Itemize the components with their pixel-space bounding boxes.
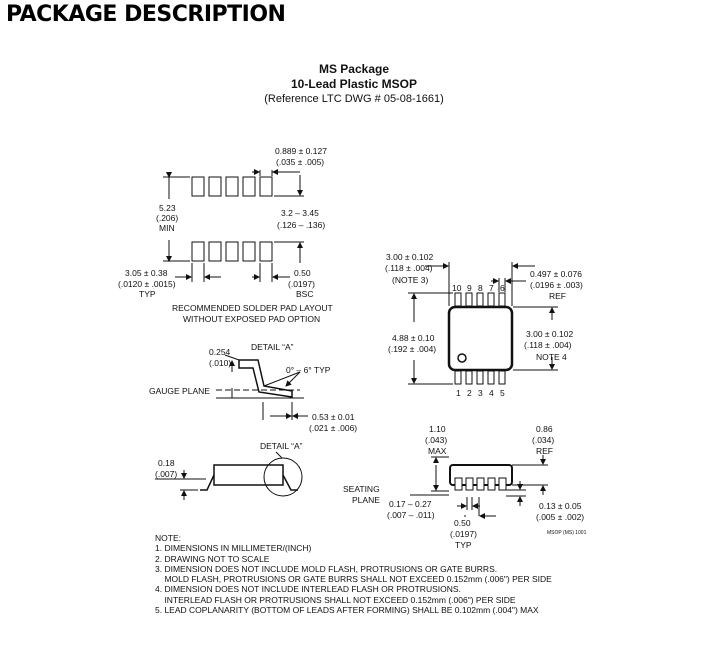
note-line: MOLD FLASH, PROTRUSIONS OR GATE BURRS SH…	[155, 574, 552, 585]
side-pitch-tag: TYP	[455, 540, 472, 550]
solder-pad	[191, 241, 205, 262]
side-pitch-dim: 0.50	[454, 518, 471, 528]
pin-label-bottom: 1	[456, 388, 461, 398]
pin-label-bottom: 4	[489, 388, 494, 398]
body-height-dim-in: (.034)	[532, 435, 554, 445]
body-length-dim: 3.00 ± 0.102	[526, 329, 573, 339]
gauge-plane-label: GAUGE PLANE	[149, 386, 210, 396]
detail-a-upper	[216, 354, 308, 420]
note-line: 3. DIMENSION DOES NOT INCLUDE MOLD FLASH…	[155, 563, 498, 574]
solder-pad-layout	[163, 169, 304, 282]
pin-label-top: 8	[478, 283, 483, 293]
note-line: 4. DIMENSION DOES NOT INCLUDE INTERLEAD …	[155, 584, 461, 595]
min-span-label: MIN	[159, 223, 175, 233]
solder-pad	[259, 241, 273, 262]
detail-a-title-upper: DETAIL “A”	[251, 342, 294, 352]
solder-pad	[225, 176, 239, 197]
solder-pad	[191, 176, 205, 197]
lead-thick-dim-in: (.007)	[155, 469, 177, 479]
lead-thickness-dim-in: (.010)	[209, 358, 231, 368]
pin-label-top: 7	[489, 283, 494, 293]
title-package: MS Package	[318, 62, 390, 76]
foot-angle-dim: 0° – 6° TYP	[286, 365, 331, 375]
solder-pad	[259, 176, 273, 197]
pin-label-bottom: 5	[500, 388, 505, 398]
row-width-tag: TYP	[139, 289, 156, 299]
foot-length-dim-in: (.021 ± .006)	[309, 423, 357, 433]
seating-plane-label: SEATING	[343, 484, 380, 494]
width-note: (NOTE 3)	[392, 275, 429, 285]
drawing-title: MS Package 10-Lead Plastic MSOP (Referen…	[0, 62, 708, 107]
solder-pad	[242, 176, 256, 197]
lead-width-ref: REF	[549, 291, 566, 301]
solder-pad	[208, 241, 222, 262]
pin1-marker	[457, 353, 467, 363]
body-length-dim-in: (.118 ± .004)	[524, 340, 572, 350]
side-view	[410, 455, 548, 519]
lead-width-side-dim-in: (.007 – .011)	[387, 510, 435, 520]
width-dim: 3.00 ± 0.102	[386, 252, 433, 262]
title-lead: 10-Lead Plastic MSOP	[290, 77, 418, 91]
body-height-tag: REF	[536, 446, 553, 456]
lead-width-dim: 0.497 ± 0.076	[530, 269, 582, 279]
title-reference: (Reference LTC DWG # 05-08-1661)	[264, 93, 444, 105]
span-dim: 3.2 – 3.45	[281, 208, 319, 218]
pad-pitch-dim-in: (.0197)	[288, 279, 315, 289]
max-height-dim-in: (.043)	[425, 435, 447, 445]
solder-pad	[225, 241, 239, 262]
lead-thick-dim: 0.18	[158, 458, 175, 468]
lead-thickness-dim: 0.254	[209, 347, 231, 357]
min-span-dim-in: (.206)	[156, 213, 178, 223]
top-view	[408, 262, 558, 385]
page-header: PACKAGE DESCRIPTION	[6, 2, 286, 27]
notes-block: NOTE: 1. DIMENSIONS IN MILLIMETER/(INCH)…	[155, 533, 552, 615]
row-width-dim: 3.05 ± 0.38	[125, 268, 168, 278]
standoff-dim: 0.13 ± 0.05	[539, 501, 582, 511]
pin-label-top: 9	[467, 283, 472, 293]
width-dim-in: (.118 ± .004)	[385, 263, 433, 273]
detail-a-lower	[155, 451, 303, 500]
pad-width-dim: 0.889 ± 0.127	[275, 146, 327, 156]
note-line: 1. DIMENSIONS IN MILLIMETER/(INCH)	[155, 543, 312, 554]
drawing-code: MSOP (MS) 1001	[547, 530, 587, 536]
note-line: NOTE:	[155, 533, 181, 543]
lead-width-dim-in: (.0196 ± .003)	[530, 280, 583, 290]
solder-caption-2: WITHOUT EXPOSED PAD OPTION	[183, 314, 320, 324]
side-pitch-dim-in: (.0197)	[450, 529, 477, 539]
max-height-tag: MAX	[428, 446, 447, 456]
body-length-note: NOTE 4	[536, 352, 567, 362]
foot-length-dim: 0.53 ± 0.01	[312, 412, 355, 422]
min-span-dim: 5.23	[159, 203, 176, 213]
package-body	[447, 305, 514, 372]
note-line: 2. DRAWING NOT TO SCALE	[155, 553, 270, 564]
pin-label-top: 10	[452, 283, 462, 293]
lead-width-side-dim: 0.17 – 0.27	[389, 499, 432, 509]
pad-pitch-tag: BSC	[296, 289, 313, 299]
row-width-dim-in: (.0120 ± .0015)	[118, 279, 176, 289]
max-height-dim: 1.10	[429, 424, 446, 434]
body-height-dim: 0.86	[536, 424, 553, 434]
solder-pad	[242, 241, 256, 262]
span-dim-in: (.126 – .136)	[277, 220, 325, 230]
pad-pitch-dim: 0.50	[294, 268, 311, 278]
pad-width-dim-in: (.035 ± .005)	[276, 157, 324, 167]
detail-a-title-lower: DETAIL “A”	[260, 441, 303, 451]
seating-plane-label: PLANE	[352, 495, 380, 505]
pin-label-bottom: 3	[478, 388, 483, 398]
solder-pad	[208, 176, 222, 197]
pin-label-bottom: 2	[467, 388, 472, 398]
pin-label-top: 6	[500, 283, 505, 293]
note-line: 5. LEAD COPLANARITY (BOTTOM OF LEADS AFT…	[155, 605, 539, 616]
solder-caption-1: RECOMMENDED SOLDER PAD LAYOUT	[172, 303, 333, 313]
standoff-dim-in: (.005 ± .002)	[536, 512, 584, 522]
note-line: INTERLEAD FLASH OR PROTRUSIONS SHALL NOT…	[155, 594, 516, 605]
detail-a-callout	[263, 457, 303, 497]
height-dim-in: (.192 ± .004)	[388, 344, 436, 354]
height-dim: 4.88 ± 0.10	[392, 333, 435, 343]
